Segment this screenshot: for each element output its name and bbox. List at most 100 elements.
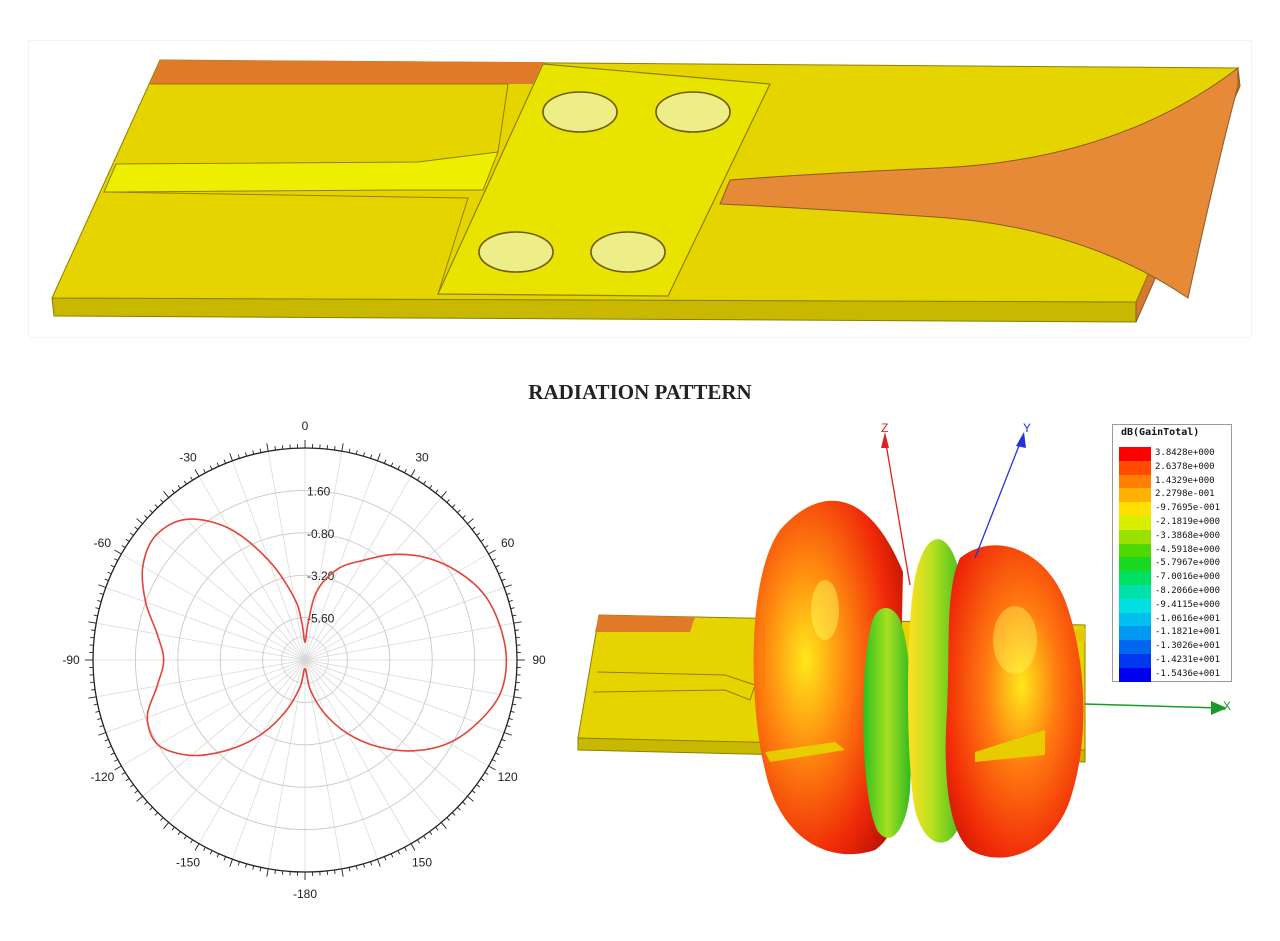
tick-mark <box>446 817 450 821</box>
angle-label: -150 <box>176 856 200 870</box>
legend-value: 2.2798e-001 <box>1155 489 1215 500</box>
tick-mark <box>229 453 233 461</box>
tick-mark <box>363 452 365 457</box>
tick-mark <box>149 806 153 811</box>
legend-swatch <box>1119 640 1151 655</box>
legend-swatch <box>1119 460 1151 475</box>
tick-mark <box>423 480 427 485</box>
tick-mark <box>163 491 170 498</box>
tick-mark <box>125 778 130 782</box>
radial-label: -3.20 <box>307 569 335 583</box>
tick-mark <box>397 465 401 470</box>
substrate-exposed-top-left <box>150 60 543 84</box>
z-axis-label: Z <box>881 421 888 435</box>
tick-mark <box>99 592 104 595</box>
legend-value: -8.2066e+000 <box>1155 586 1221 596</box>
grid-spoke <box>198 659 306 844</box>
grid-spoke <box>304 659 468 797</box>
tick-mark <box>410 843 416 851</box>
tick-mark <box>160 499 164 503</box>
tick-mark <box>129 532 134 536</box>
tick-mark <box>471 526 476 530</box>
tick-mark <box>377 859 381 867</box>
grid-spoke <box>304 659 505 733</box>
legend-entry: -1.4231e+001 <box>1119 654 1227 668</box>
tick-mark <box>190 476 194 481</box>
tick-mark <box>355 865 358 870</box>
tick-mark <box>216 853 220 858</box>
tick-mark <box>209 850 213 855</box>
grid-spoke <box>168 659 306 823</box>
tick-mark <box>404 846 407 851</box>
tick-mark <box>194 469 200 477</box>
tick-mark <box>134 526 139 530</box>
legend-entry: -3.3868e+000 <box>1119 529 1227 544</box>
legend-swatch <box>1119 667 1151 682</box>
tick-mark <box>513 621 522 624</box>
legend-entry: -4.5918e+000 <box>1119 543 1227 558</box>
tick-mark <box>484 771 489 775</box>
tick-mark <box>223 459 227 464</box>
legend-title: dB(GainTotal) <box>1121 427 1200 438</box>
tick-mark <box>237 861 240 866</box>
tick-mark <box>93 614 98 617</box>
tick-mark <box>476 532 481 536</box>
tick-mark <box>136 518 143 525</box>
grid-spoke <box>304 587 505 661</box>
tick-mark <box>104 738 109 742</box>
tick-mark <box>506 725 511 728</box>
tick-mark <box>355 450 358 455</box>
legend-entry: -8.2066e+000 <box>1119 585 1227 599</box>
angle-label: -60 <box>94 536 112 550</box>
tick-mark <box>266 443 269 452</box>
via-holes <box>478 91 731 273</box>
tick-mark <box>451 504 456 508</box>
tick-mark <box>495 752 500 756</box>
legend-value: -1.3026e+001 <box>1155 641 1221 652</box>
tick-mark <box>252 865 255 870</box>
grid-spoke <box>105 587 306 661</box>
tapered-slot <box>719 66 1239 299</box>
angle-label: 30 <box>415 450 429 464</box>
legend-entry: -7.0016e+000 <box>1119 571 1227 586</box>
tick-mark <box>429 831 433 836</box>
tick-mark <box>121 771 126 775</box>
legend-value: -3.3868e+000 <box>1155 530 1221 541</box>
tick-mark <box>88 696 97 699</box>
tick-mark <box>480 778 485 782</box>
tick-mark <box>416 839 420 844</box>
radial-label: 1.60 <box>307 484 331 498</box>
tick-mark <box>114 765 122 771</box>
legend-entry: -1.5436e+001 <box>1119 667 1227 682</box>
tick-mark <box>237 454 240 459</box>
tick-mark <box>416 476 420 481</box>
tick-mark <box>171 826 175 831</box>
y-axis: Y <box>974 421 1031 559</box>
tick-mark <box>93 703 98 706</box>
tick-mark <box>404 469 407 474</box>
tick-mark <box>88 621 97 624</box>
angle-label: 60 <box>501 536 515 550</box>
tick-mark <box>97 600 102 602</box>
legend-swatch <box>1119 474 1151 489</box>
tick-mark <box>194 843 200 851</box>
legend-value: -5.7967e+000 <box>1155 558 1221 569</box>
legend-entry: -5.7967e+000 <box>1119 557 1227 572</box>
legend-swatch <box>1119 557 1151 572</box>
tick-mark <box>144 801 148 805</box>
tick-mark <box>495 564 500 568</box>
tick-mark <box>480 538 485 542</box>
tick-mark <box>513 696 522 699</box>
tick-mark <box>274 869 276 874</box>
tick-mark <box>377 453 381 461</box>
grid-spoke <box>267 451 306 661</box>
legend-entry: 2.6378e+000 <box>1119 460 1227 475</box>
tick-mark <box>488 549 496 555</box>
tick-mark <box>390 462 394 467</box>
legend-entry: 2.2798e-001 <box>1119 488 1227 503</box>
tick-mark <box>99 725 104 728</box>
radial-label: -0.80 <box>307 527 335 541</box>
tick-mark <box>107 571 112 575</box>
angle-label: -120 <box>90 770 114 784</box>
